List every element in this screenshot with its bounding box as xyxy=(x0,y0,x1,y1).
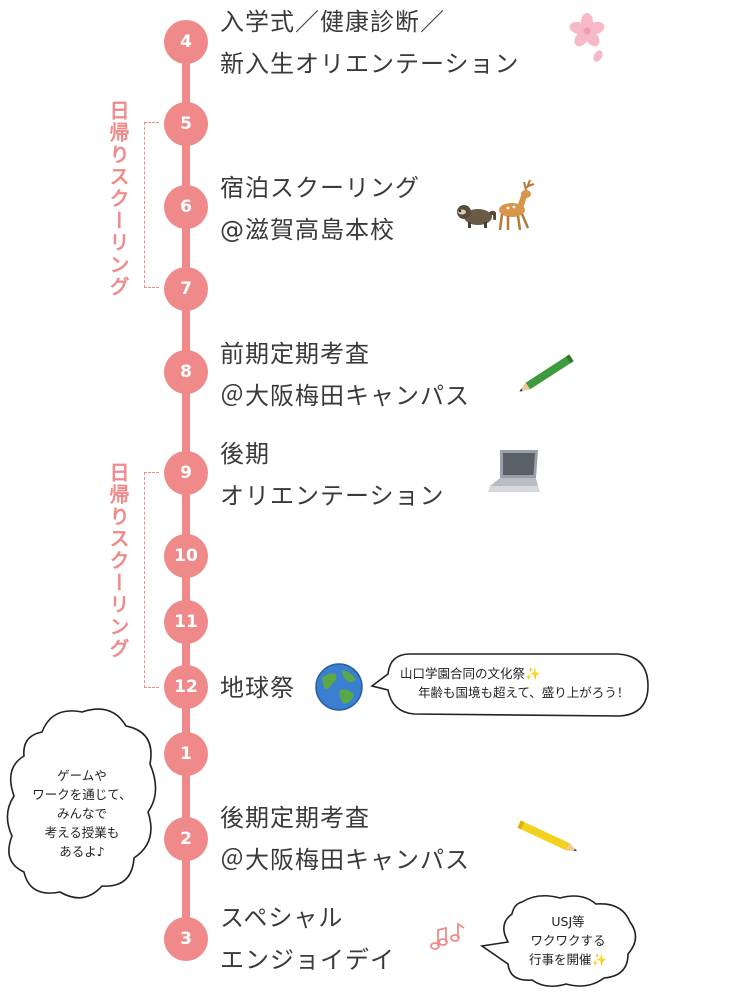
month-dot-jan: 1 xyxy=(164,732,208,776)
usj-line3: 行事を開催✨ xyxy=(528,952,608,967)
month-dot-oct: 10 xyxy=(164,534,208,578)
cloud-line1: ゲームや xyxy=(57,768,107,783)
event-jun-line2: @滋賀高島本校 xyxy=(220,216,395,244)
green-pencil-icon xyxy=(519,354,574,392)
event-jun-line1: 宿泊スクーリング xyxy=(220,174,420,202)
usj-bubble xyxy=(479,894,637,988)
month-dot-mar: 3 xyxy=(164,917,208,961)
event-sep: 後期 オリエンテーション xyxy=(220,436,445,514)
event-jun: 宿泊スクーリング @滋賀高島本校 xyxy=(220,170,420,248)
event-mar-line2: エンジョイデイ xyxy=(220,946,395,974)
event-mar-line1: スペシャル xyxy=(220,904,344,932)
festival-bubble-line2: 年齢も国境も超えて、盛り上がろう！ xyxy=(418,685,630,700)
event-dec: 地球祭 xyxy=(220,670,295,706)
day-schooling-label-2: 日帰りスクーリング xyxy=(106,462,130,660)
event-apr-line2: 新入生オリエンテーション xyxy=(220,50,520,78)
cloud-bubble-text: ゲームや ワークを通じて、 みんなで 考える授業も あるよ♪ xyxy=(2,766,162,861)
month-dot-sep: 9 xyxy=(164,451,208,495)
month-dot-nov: 11 xyxy=(164,600,208,644)
laptop-icon xyxy=(488,450,540,492)
event-apr-line1: 入学式／健康診断／ xyxy=(220,8,445,36)
cloud-line3: みんなで xyxy=(56,806,107,821)
usj-bubble-text: USJ等 ワクワクする 行事を開催✨ xyxy=(508,912,628,969)
deer-icon xyxy=(498,179,535,231)
cloud-line5: あるよ♪ xyxy=(59,844,105,859)
event-sep-line2: オリエンテーション xyxy=(220,482,445,510)
raccoon-icon xyxy=(457,205,496,228)
cloud-bubble xyxy=(6,708,157,899)
month-dot-aug: 8 xyxy=(164,350,208,394)
day-schooling-bracket-2 xyxy=(144,472,159,688)
event-feb-line1: 後期定期考査 xyxy=(220,804,370,832)
cloud-line4: 考える授業も xyxy=(44,825,120,840)
festival-bubble-line1: 山口学園合同の文化祭✨ xyxy=(400,666,541,681)
festival-bubble xyxy=(370,653,649,717)
festival-bubble-text: 山口学園合同の文化祭✨ 年齢も国境も超えて、盛り上がろう！ xyxy=(400,664,629,702)
month-dot-jul: 7 xyxy=(164,267,208,311)
event-dec-line1: 地球祭 xyxy=(220,674,295,702)
month-dot-dec: 12 xyxy=(164,665,208,709)
month-dot-apr: 4 xyxy=(164,20,208,64)
cloud-line2: ワークを通じて、 xyxy=(32,787,132,802)
month-dot-jun: 6 xyxy=(164,185,208,229)
month-dot-feb: 2 xyxy=(164,817,208,861)
usj-line2: ワクワクする xyxy=(530,933,606,948)
day-schooling-bracket-1 xyxy=(144,122,159,288)
month-dot-may: 5 xyxy=(164,102,208,146)
event-mar: スペシャル エンジョイデイ xyxy=(220,900,395,978)
event-aug-line1: 前期定期考査 xyxy=(220,340,370,368)
event-feb-line2: ＠大阪梅田キャンパス xyxy=(220,846,470,874)
event-aug-line2: ＠大阪梅田キャンパス xyxy=(220,382,470,410)
event-apr: 入学式／健康診断／ 新入生オリエンテーション xyxy=(220,4,520,82)
sakura-icon xyxy=(569,13,605,62)
event-aug: 前期定期考査 ＠大阪梅田キャンパス xyxy=(220,336,470,414)
usj-line1: USJ等 xyxy=(551,914,585,929)
earth-icon xyxy=(315,663,363,711)
music-notes-icon xyxy=(430,922,465,950)
yellow-pencil-icon xyxy=(517,820,578,852)
event-feb: 後期定期考査 ＠大阪梅田キャンパス xyxy=(220,800,470,878)
event-sep-line1: 後期 xyxy=(220,440,270,468)
day-schooling-label-1: 日帰りスクーリング xyxy=(106,100,130,298)
